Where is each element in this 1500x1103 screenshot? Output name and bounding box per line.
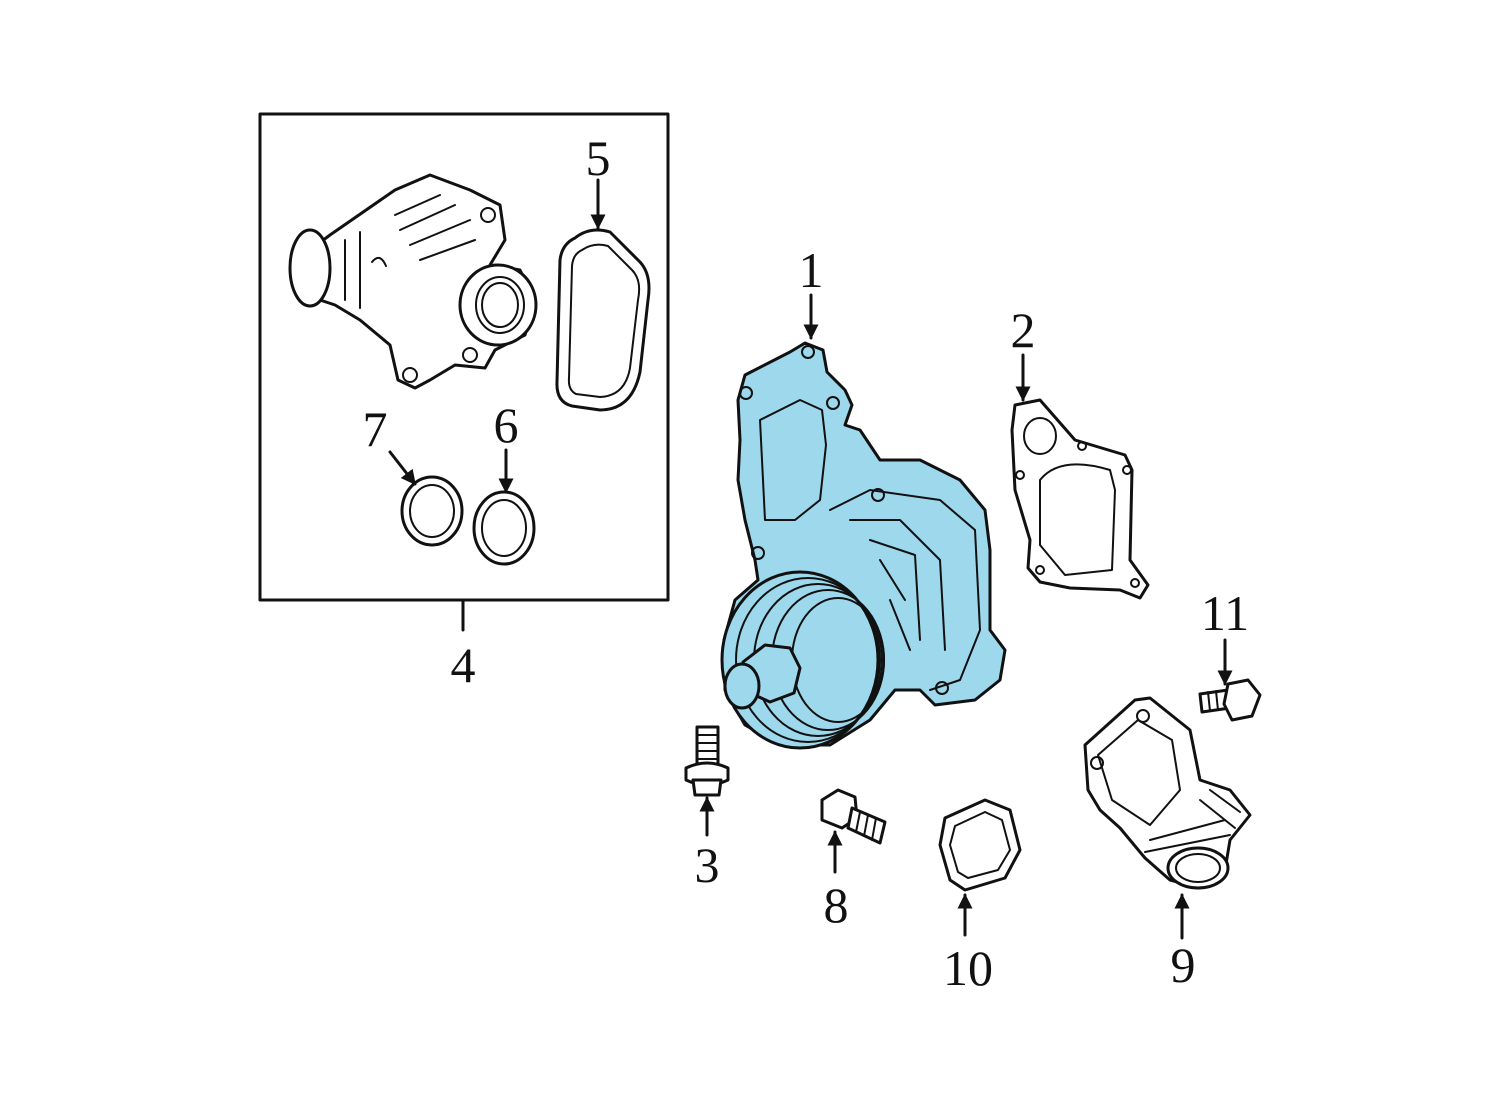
callout-10[interactable]: 10: [943, 940, 993, 996]
bolt-8-illustration[interactable]: [820, 788, 887, 845]
leader-7: [388, 450, 417, 486]
callout-5[interactable]: 5: [586, 130, 611, 186]
callout-8[interactable]: 8: [824, 877, 849, 933]
gasket-5-illustration[interactable]: [555, 228, 651, 412]
callout-7[interactable]: 7: [363, 401, 388, 457]
gasket-10-illustration[interactable]: [938, 798, 1022, 892]
callout-11[interactable]: 11: [1201, 585, 1249, 641]
callout-1[interactable]: 1: [799, 242, 824, 298]
callout-6[interactable]: 6: [494, 397, 519, 453]
callout-3[interactable]: 3: [695, 837, 720, 893]
leader-lines: [388, 178, 1233, 940]
gasket-2-illustration[interactable]: [1010, 398, 1150, 600]
callout-numbers: 1 2 3 4 5 6 7 8 9 10 11: [363, 130, 1250, 996]
bolt-3-illustration[interactable]: [684, 725, 730, 797]
callout-4[interactable]: 4: [451, 637, 476, 693]
o-ring-6-illustration[interactable]: [472, 490, 536, 566]
kit-group-box: [258, 112, 670, 632]
coolant-outlet-9-illustration[interactable]: [1083, 696, 1252, 890]
callout-2[interactable]: 2: [1011, 302, 1036, 358]
bolt-11-illustration[interactable]: [1198, 678, 1262, 722]
o-ring-7-illustration[interactable]: [400, 475, 464, 547]
water-pump-illustration[interactable]: [720, 341, 1007, 750]
callout-9[interactable]: 9: [1171, 937, 1196, 993]
thermostat-housing-illustration[interactable]: [288, 173, 538, 390]
